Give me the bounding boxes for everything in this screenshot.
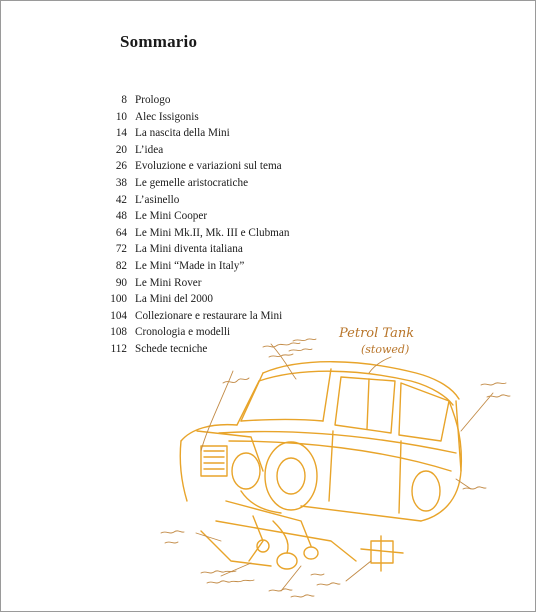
toc-chapter-title: Collezionare e restaurare la Mini	[135, 309, 283, 322]
toc-chapter-title: La nascita della Mini	[135, 127, 230, 140]
toc-entry: 90 Le Mini Rover	[101, 277, 289, 294]
toc-entry: 104 Collezionare e restaurare la Mini	[101, 310, 289, 327]
petrol-tank-note: Petrol Tank	[338, 326, 414, 341]
toc-entry: 10 Alec Issigonis	[101, 111, 289, 128]
toc-page-number: 104	[110, 309, 127, 322]
toc-page-number: 48	[115, 210, 127, 223]
toc-chapter-title: Le gemelle aristocratiche	[135, 176, 249, 189]
toc-page-number: 112	[110, 342, 127, 355]
toc-entry: 112 Schede tecniche	[101, 343, 289, 360]
toc-chapter-title: L’idea	[135, 143, 164, 156]
page-title: Sommario	[120, 32, 198, 51]
toc-entry: 72 La Mini diventa italiana	[101, 243, 289, 260]
toc-chapter-title: Prologo	[135, 94, 171, 106]
toc-entry: 8 Prologo	[101, 94, 289, 111]
toc-page-number: 8	[121, 94, 127, 106]
toc-page-number: 14	[115, 127, 127, 140]
toc-entry: 14 La nascita della Mini	[101, 127, 289, 144]
handwritten-notes	[160, 338, 511, 598]
toc-page-number: 20	[115, 143, 127, 156]
toc-page-number: 90	[115, 276, 127, 289]
toc-chapter-title: Le Mini Cooper	[135, 210, 208, 223]
toc-chapter-title: Evoluzione e variazioni sul tema	[135, 160, 282, 173]
toc-chapter-title: La Mini del 2000	[135, 293, 213, 306]
toc-chapter-title: L’asinello	[135, 193, 180, 206]
toc-entry: 26 Evoluzione e variazioni sul tema	[101, 160, 289, 177]
toc-page-number: 108	[110, 326, 127, 339]
toc-page-number: 42	[115, 193, 127, 206]
table-of-contents: 8 Prologo 10 Alec Issigonis 14 La nascita del…	[101, 94, 289, 360]
toc-entry: 64 Le Mini Mk.II, Mk. III e Clubman	[101, 226, 290, 244]
toc-page-number: 38	[115, 176, 127, 189]
toc-chapter-title: Alec Issigonis	[135, 110, 199, 123]
toc-entry: 38 Le gemelle aristocratiche	[101, 177, 289, 194]
toc-chapter-title: Le Mini Rover	[135, 276, 202, 289]
toc-page-number: 82	[115, 259, 127, 272]
toc-entry: 82 Le Mini “Made in Italy”	[101, 260, 289, 277]
toc-entry: 20 L’idea	[101, 144, 289, 161]
toc-chapter-title: Le Mini Mk.II, Mk. III e Clubman	[135, 226, 290, 239]
toc-page-number: 64	[115, 226, 127, 239]
toc-entry: 100 La Mini del 2000	[101, 293, 289, 310]
toc-page-number: 10	[115, 110, 127, 123]
toc-page-number: 26	[115, 160, 127, 173]
toc-page-number: 72	[115, 243, 127, 256]
toc-chapter-title: Cronologia e modelli	[135, 326, 231, 339]
toc-entry: 48 Le Mini Cooper	[101, 210, 289, 227]
toc-chapter-title: Le Mini “Made in Italy”	[135, 259, 245, 272]
toc-chapter-title: Schede tecniche	[135, 342, 208, 355]
stowed-note: (stowed)	[361, 343, 409, 356]
toc-entry: 42 L’asinello	[101, 194, 289, 211]
car-sketch-lines	[179, 361, 463, 572]
toc-page-number: 100	[110, 293, 127, 306]
toc-entry: 108 Cronologia e modelli	[101, 326, 289, 343]
toc-chapter-title: La Mini diventa italiana	[135, 243, 243, 256]
